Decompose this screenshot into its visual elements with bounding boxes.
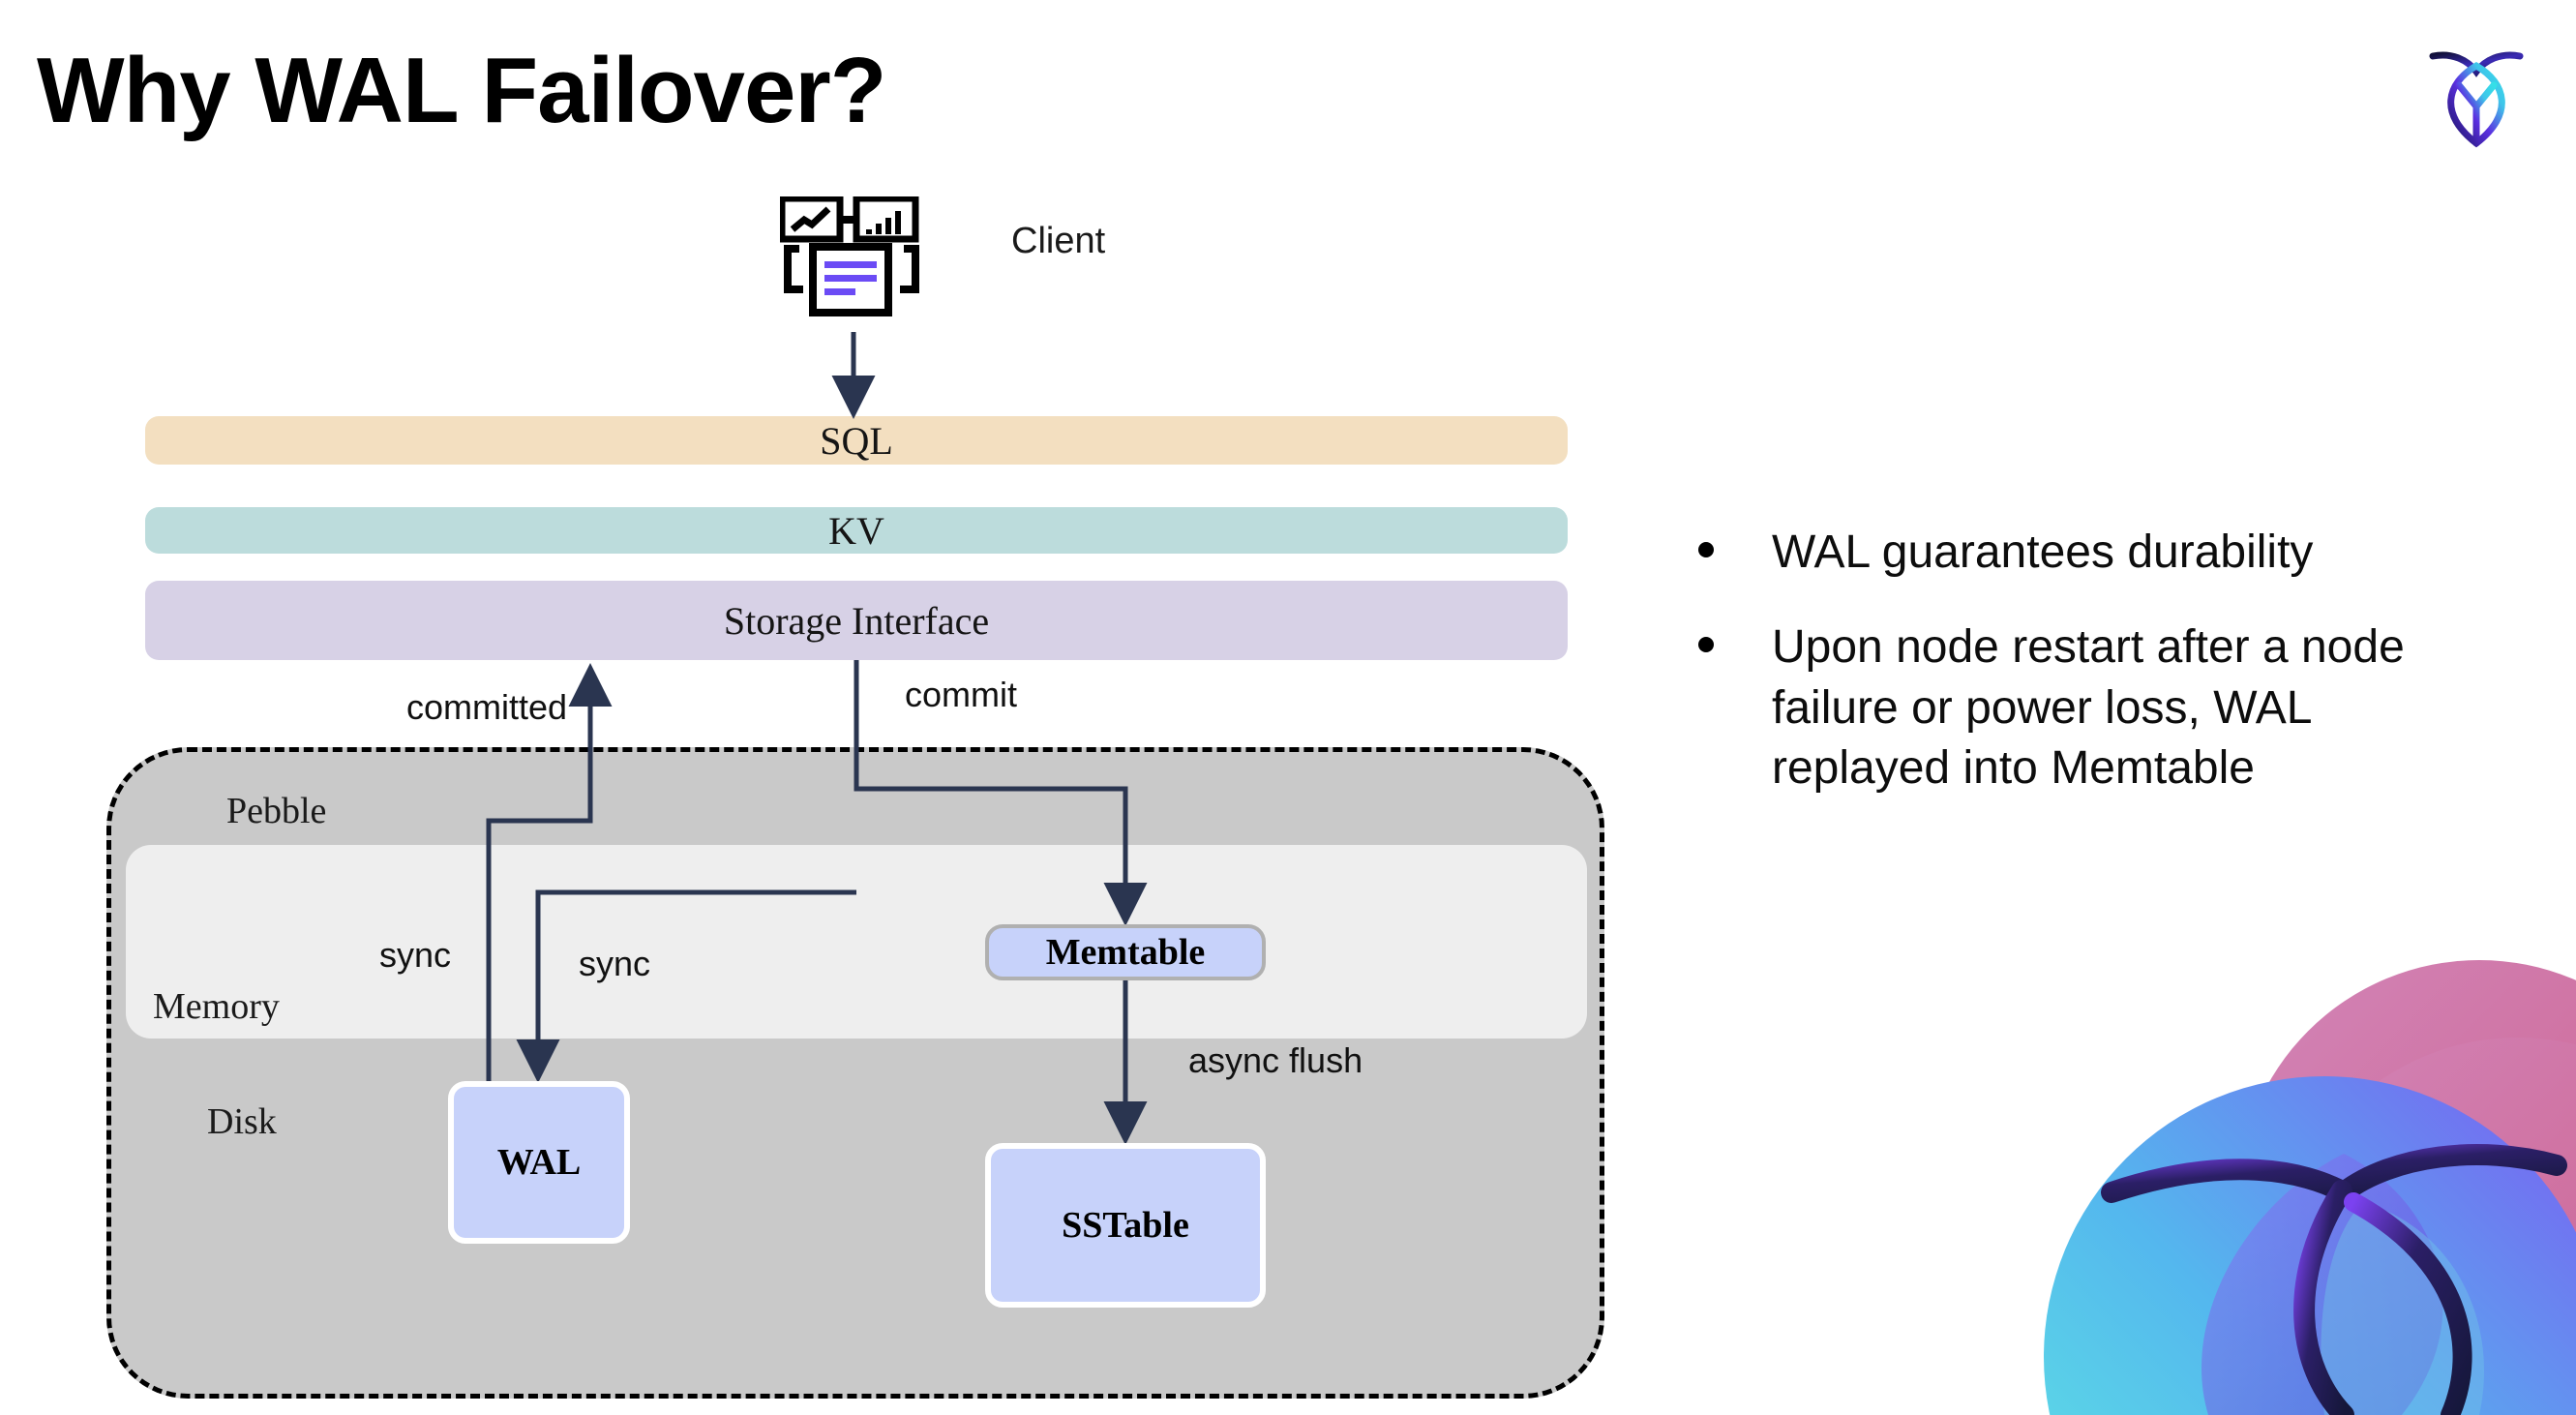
node-wal-label: WAL: [496, 1142, 582, 1183]
disk-label: Disk: [207, 1101, 277, 1142]
bullet-text: Upon node restart after a node failure o…: [1772, 621, 2405, 795]
bullet-dot-icon: [1698, 542, 1714, 557]
edge-label-sync-1: sync: [379, 935, 452, 975]
client-label: Client: [1011, 221, 1106, 261]
bullet-text: WAL guarantees durability: [1772, 527, 2314, 578]
client-workstation-icon: [778, 195, 927, 332]
node-wal: WAL: [448, 1081, 630, 1244]
page-title: Why WAL Failover?: [37, 39, 886, 142]
node-sstable-label: SSTable: [1062, 1205, 1189, 1246]
layer-bar-sql: SQL: [145, 416, 1568, 465]
layer-bar-storage-interface: Storage Interface: [145, 581, 1568, 660]
memory-region: [126, 845, 1587, 1039]
node-memtable-label: Memtable: [1045, 932, 1206, 973]
cockroachdb-logo: [2413, 37, 2539, 163]
gradient-orb-graphic: [1937, 912, 2576, 1415]
layer-bar-kv-label: KV: [828, 508, 884, 553]
memory-label: Memory: [153, 986, 280, 1027]
edge-label-async-flush: async flush: [1188, 1040, 1363, 1080]
edge-label-commit: commit: [905, 675, 1017, 714]
bullet-dot-icon: [1698, 637, 1714, 653]
list-item: Upon node restart after a node failure o…: [1698, 617, 2501, 798]
layer-bar-storage-label: Storage Interface: [723, 598, 990, 643]
layer-bar-sql-label: SQL: [820, 418, 893, 463]
list-item: WAL guarantees durability: [1698, 523, 2501, 583]
node-memtable: Memtable: [985, 924, 1266, 980]
architecture-diagram: Client SQL KV Storage Interface Pebble M…: [106, 195, 1604, 1399]
bullet-list: WAL guarantees durability Upon node rest…: [1698, 523, 2501, 834]
edge-label-committed: committed: [406, 687, 568, 727]
edge-label-sync-2: sync: [579, 944, 651, 983]
pebble-label: Pebble: [226, 791, 327, 831]
node-sstable: SSTable: [985, 1143, 1266, 1308]
layer-bar-kv: KV: [145, 507, 1568, 554]
